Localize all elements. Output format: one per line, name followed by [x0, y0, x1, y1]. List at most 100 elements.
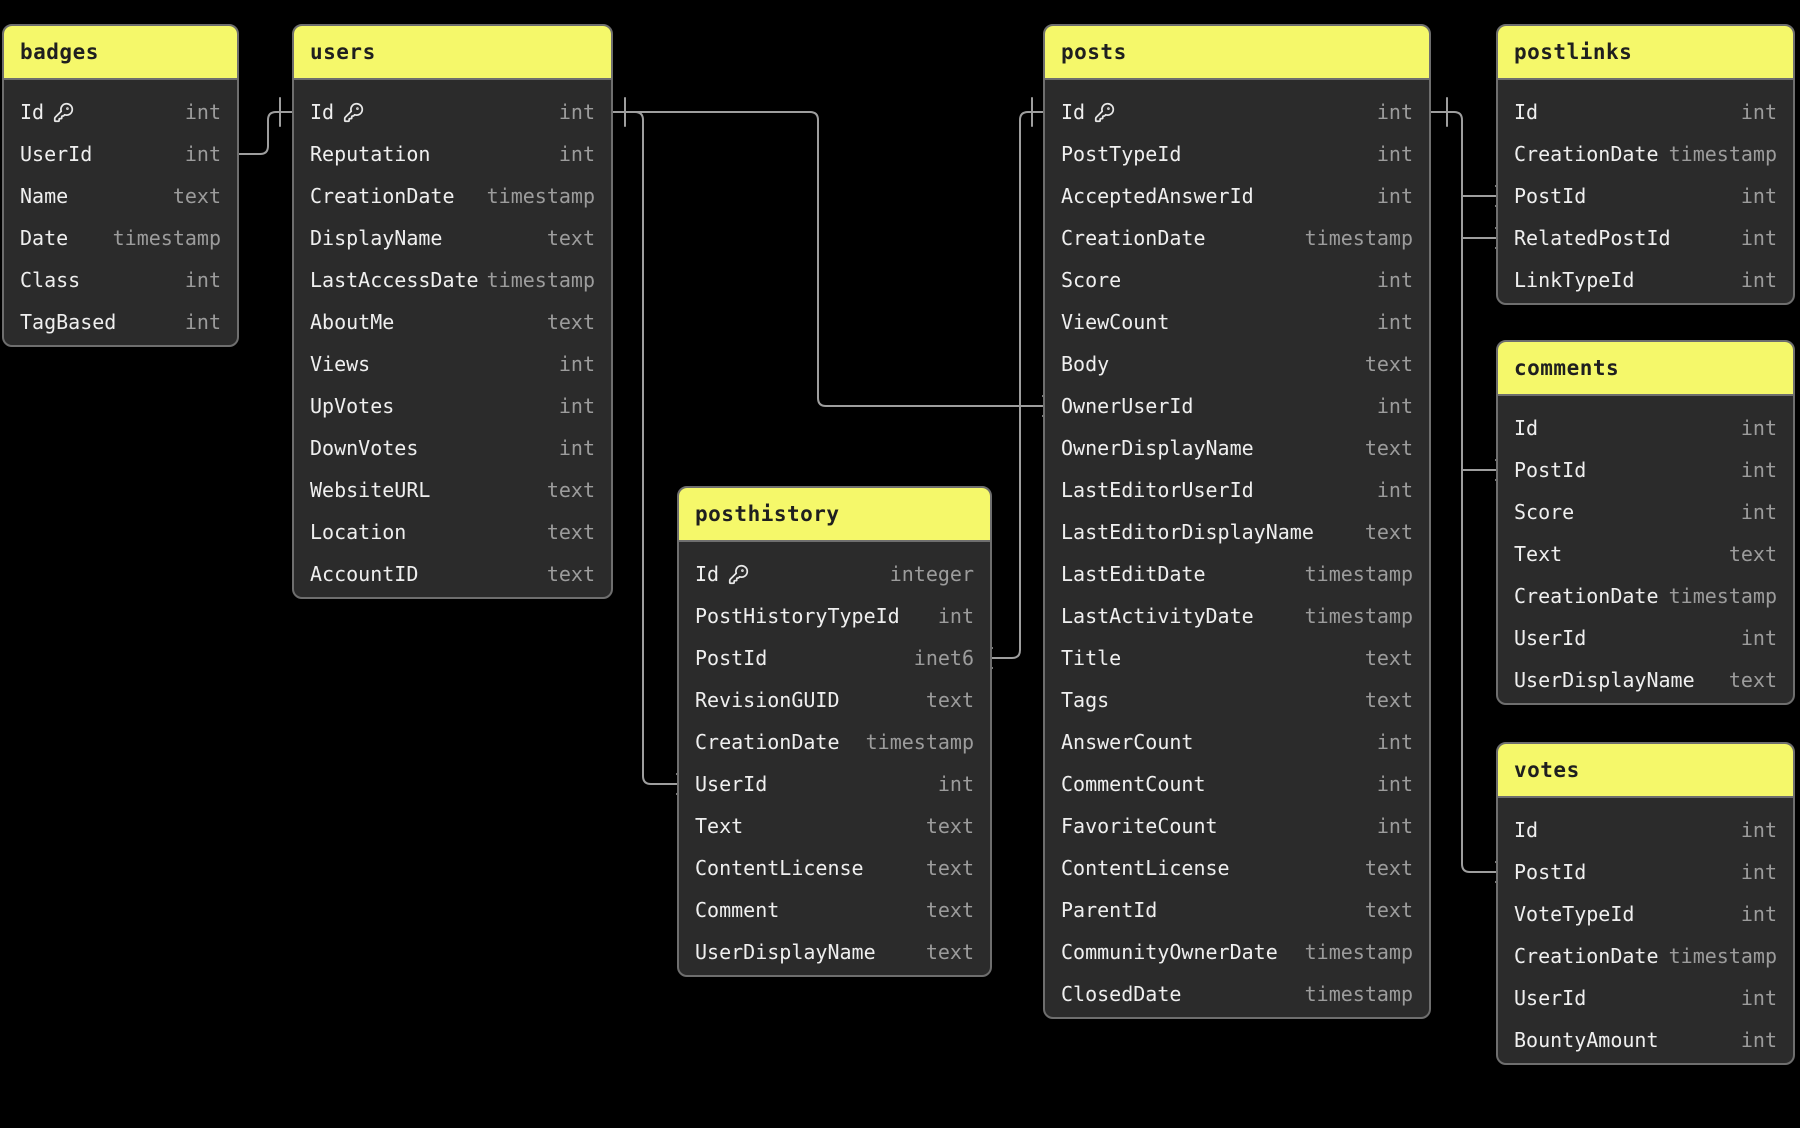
field-type: text [925, 856, 974, 880]
table-header-votes[interactable]: votes [1498, 744, 1793, 798]
field-name: UserId [695, 772, 768, 796]
field-type: text [925, 940, 974, 964]
table-header-posts[interactable]: posts [1045, 26, 1429, 80]
table-header-posthistory[interactable]: posthistory [679, 488, 990, 542]
field-type: text [925, 688, 974, 712]
field-type: int [558, 436, 595, 460]
field-type: timestamp [1668, 142, 1777, 166]
table-header-postlinks[interactable]: postlinks [1498, 26, 1793, 80]
field-name: CreationDate [1514, 584, 1659, 608]
table-header-comments[interactable]: comments [1498, 342, 1793, 396]
field-type: text [925, 814, 974, 838]
table-header-users[interactable]: users [294, 26, 611, 80]
table-header-badges[interactable]: badges [4, 26, 237, 80]
field-type: int [1376, 268, 1413, 292]
field-name: PostId [1514, 184, 1587, 208]
field-type: int [1376, 730, 1413, 754]
field-name: PostId [695, 646, 768, 670]
field-type: int [1740, 986, 1777, 1010]
field-name: Date [20, 226, 69, 250]
